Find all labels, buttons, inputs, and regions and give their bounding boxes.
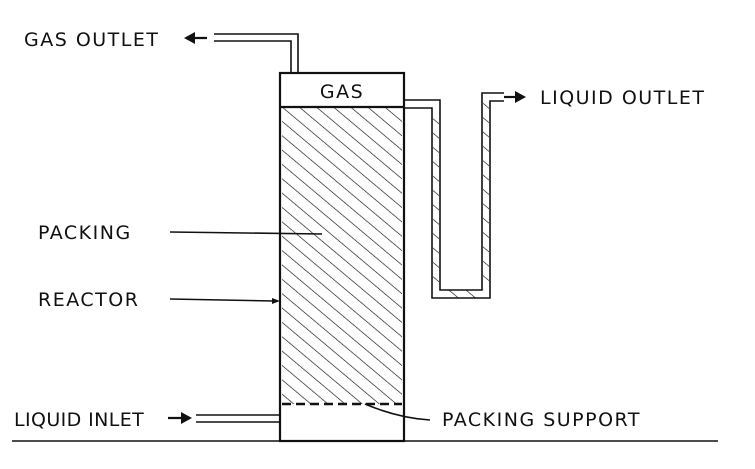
gas-space-label: GAS — [320, 81, 364, 103]
gas-outlet-pipe — [214, 33, 299, 73]
liquid-inlet-pipe — [196, 414, 280, 423]
packing-support-leader-line — [364, 403, 431, 421]
reactor-leader-arrowhead — [272, 298, 280, 304]
liquid-outlet-u-tube — [404, 92, 504, 299]
liquid-inlet-label: LIQUID INLET — [14, 409, 144, 431]
u-tube-liquid-fill — [433, 112, 439, 290]
liquid-outlet-arrow-icon — [504, 91, 526, 103]
packing-leader-line — [169, 231, 323, 235]
gas-outlet-label: GAS OUTLET — [24, 29, 160, 51]
reactor-label: REACTOR — [38, 289, 139, 311]
packing-label: PACKING — [38, 222, 132, 244]
packing-bed — [282, 108, 402, 404]
reactor-leader-line — [169, 298, 275, 302]
packing-support-label: PACKING SUPPORT — [442, 409, 641, 431]
gas-outlet-arrow-icon — [184, 32, 207, 44]
liquid-outlet-label: LIQUID OUTLET — [540, 87, 706, 109]
liquid-inlet-arrow-icon — [168, 412, 192, 424]
